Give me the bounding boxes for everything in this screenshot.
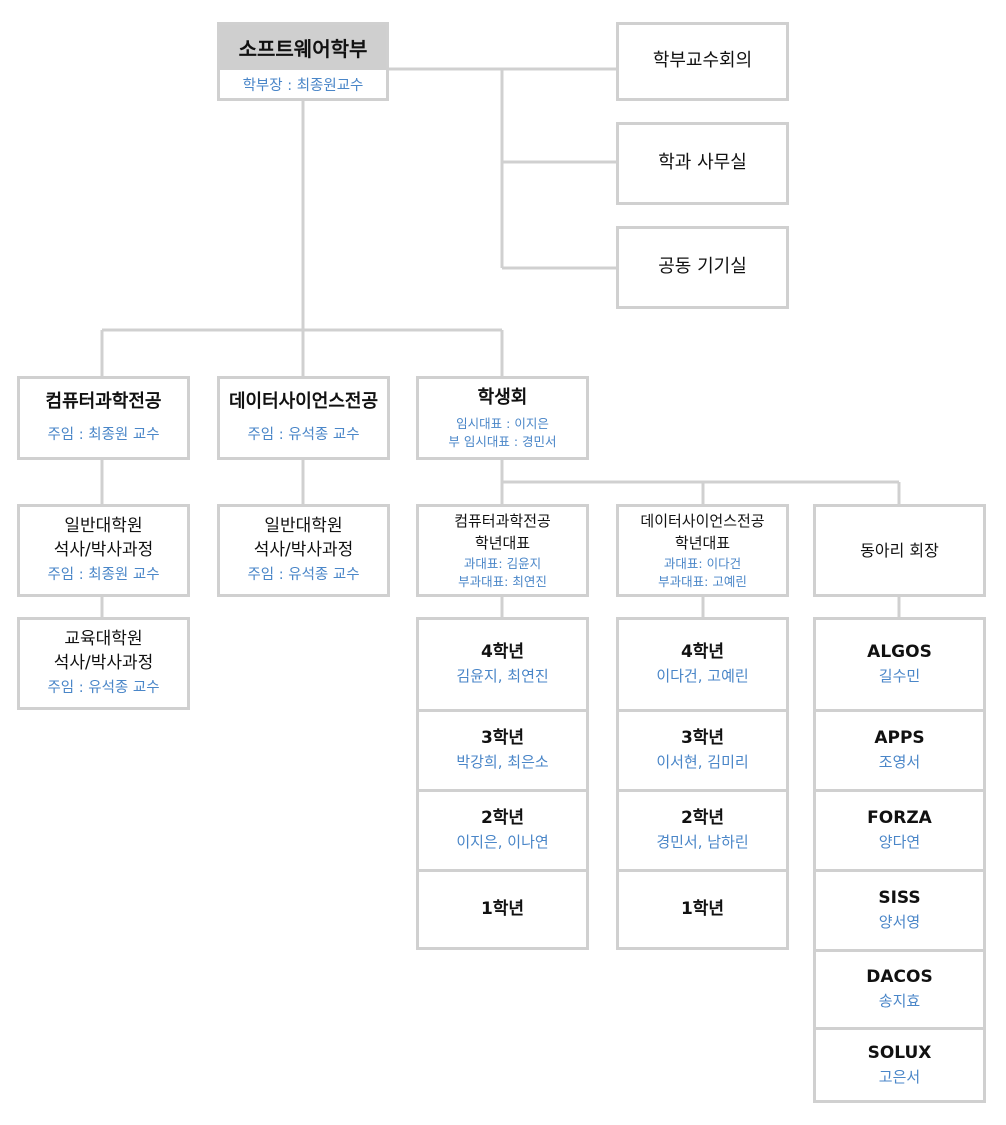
grade-names: 경민서, 남하린 [656, 833, 749, 852]
club-name: ALGOS [867, 642, 932, 663]
grade-label: 1학년 [680, 899, 725, 920]
root-title: 소프트웨어학부 [220, 25, 386, 70]
class-rep-line2: 학년대표 [474, 534, 531, 553]
major-head: 주임 : 최종원 교수 [47, 426, 160, 443]
grade-label: 2학년 [680, 808, 725, 829]
side-label: 학부교수회의 [652, 50, 753, 72]
side-node-office: 학과 사무실 [616, 122, 789, 205]
club-name: FORZA [867, 808, 932, 829]
club-leader: 송지효 [878, 992, 921, 1011]
grad-node-ds-general: 일반대학원 석사/박사과정 주임 : 유석종 교수 [217, 504, 390, 597]
club-apps: APPS 조영서 [813, 709, 986, 792]
club-name: APPS [874, 728, 925, 749]
grad-line2: 석사/박사과정 [53, 653, 154, 674]
grad-line1: 일반대학원 [264, 515, 343, 536]
council-subrep: 부 임시대표 : 경민서 [448, 434, 557, 450]
club-forza: FORZA 양다연 [813, 789, 986, 872]
club-solux: SOLUX 고은서 [813, 1027, 986, 1103]
ds-grade-3: 3학년 이서현, 김미리 [616, 709, 789, 792]
grad-line1: 교육대학원 [64, 628, 143, 649]
cs-grade-4: 4학년 김윤지, 최연진 [416, 617, 589, 712]
side-node-faculty-meeting: 학부교수회의 [616, 22, 789, 101]
major-head: 주임 : 유석종 교수 [247, 426, 360, 443]
grade-names: 이다건, 고예린 [656, 667, 749, 686]
major-title: 컴퓨터과학전공 [45, 390, 162, 412]
class-rep-line1: 데이터사이언스전공 [640, 511, 765, 530]
club-leaders-title: 동아리 회장 [860, 540, 939, 560]
grad-line2: 석사/박사과정 [253, 540, 354, 561]
club-dacos: DACOS 송지효 [813, 949, 986, 1030]
class-rep-rep: 과대표: 이다건 [663, 555, 742, 571]
grade-label: 4학년 [480, 642, 525, 663]
ds-grade-1: 1학년 [616, 869, 789, 950]
cs-grade-1: 1학년 [416, 869, 589, 950]
grade-label: 3학년 [680, 728, 725, 749]
class-rep-node-cs: 컴퓨터과학전공 학년대표 과대표: 김윤지 부과대표: 최연진 [416, 504, 589, 597]
club-leader: 양서영 [878, 913, 921, 932]
council-title: 학생회 [477, 386, 528, 408]
major-title: 데이터사이언스전공 [228, 390, 379, 412]
class-rep-node-ds: 데이터사이언스전공 학년대표 과대표: 이다건 부과대표: 고예린 [616, 504, 789, 597]
ds-grade-4: 4학년 이다건, 고예린 [616, 617, 789, 712]
club-name: SISS [878, 888, 921, 909]
grade-label: 3학년 [480, 728, 525, 749]
side-node-equipment-room: 공동 기기실 [616, 226, 789, 309]
class-rep-line2: 학년대표 [674, 534, 731, 553]
club-leader: 길수민 [878, 667, 921, 686]
club-leader: 양다연 [878, 833, 921, 852]
class-rep-subrep: 부과대표: 고예린 [658, 574, 747, 589]
cs-grade-2: 2학년 이지은, 이나연 [416, 789, 589, 872]
grad-line1: 일반대학원 [64, 515, 143, 536]
council-rep: 임시대표 : 이지은 [456, 415, 549, 431]
club-leaders-node: 동아리 회장 [813, 504, 986, 597]
root-head: 학부장 : 최종원교수 [242, 77, 364, 94]
grade-label: 4학년 [680, 642, 725, 663]
major-node-cs: 컴퓨터과학전공 주임 : 최종원 교수 [17, 376, 190, 460]
grade-names: 이지은, 이나연 [456, 833, 549, 852]
grade-label: 1학년 [480, 899, 525, 920]
grad-head: 주임 : 유석종 교수 [247, 566, 360, 583]
side-label: 공동 기기실 [658, 256, 747, 278]
grad-head: 주임 : 최종원 교수 [47, 566, 160, 583]
grad-node-cs-general: 일반대학원 석사/박사과정 주임 : 최종원 교수 [17, 504, 190, 597]
grad-head: 주임 : 유석종 교수 [47, 679, 160, 696]
club-siss: SISS 양서영 [813, 869, 986, 952]
club-name: DACOS [866, 967, 933, 988]
student-council-node: 학생회 임시대표 : 이지은 부 임시대표 : 경민서 [416, 376, 589, 460]
grade-names: 박강희, 최은소 [456, 753, 549, 772]
grade-names: 김윤지, 최연진 [456, 667, 549, 686]
class-rep-line1: 컴퓨터과학전공 [454, 511, 551, 530]
major-node-ds: 데이터사이언스전공 주임 : 유석종 교수 [217, 376, 390, 460]
grade-names: 이서현, 김미리 [656, 753, 749, 772]
club-algos: ALGOS 길수민 [813, 617, 986, 712]
class-rep-subrep: 부과대표: 최연진 [458, 574, 547, 589]
club-leader: 조영서 [878, 753, 921, 772]
side-label: 학과 사무실 [658, 152, 747, 174]
club-name: SOLUX [867, 1042, 932, 1063]
grade-label: 2학년 [480, 808, 525, 829]
class-rep-rep: 과대표: 김윤지 [463, 555, 542, 571]
grad-node-cs-edu: 교육대학원 석사/박사과정 주임 : 유석종 교수 [17, 617, 190, 710]
ds-grade-2: 2학년 경민서, 남하린 [616, 789, 789, 872]
root-node: 소프트웨어학부 학부장 : 최종원교수 [217, 22, 389, 101]
grad-line2: 석사/박사과정 [53, 540, 154, 561]
club-leader: 고은서 [878, 1067, 921, 1086]
cs-grade-3: 3학년 박강희, 최은소 [416, 709, 589, 792]
